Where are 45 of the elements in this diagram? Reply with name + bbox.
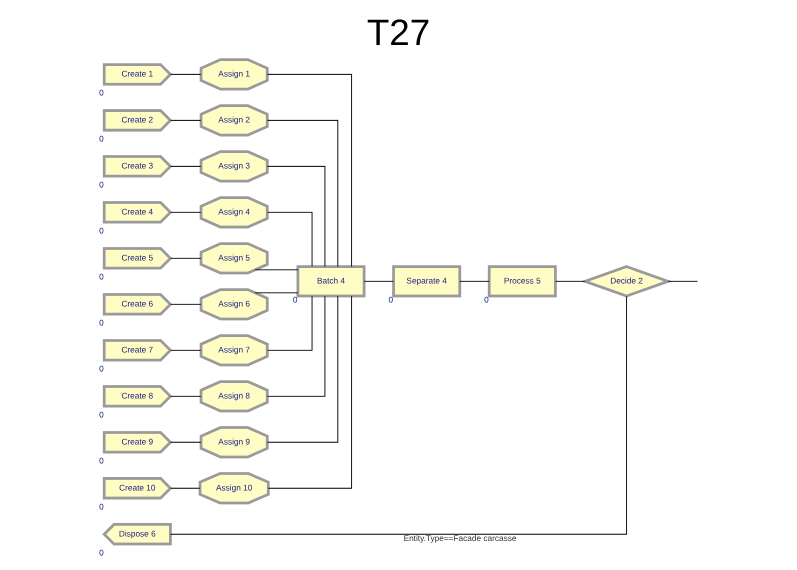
connector — [267, 212, 312, 267]
node-box: Separate 4 — [392, 265, 462, 298]
node-label: 0 — [99, 456, 104, 466]
node-box: Batch 4 — [296, 265, 366, 298]
connector — [254, 292, 298, 294]
connector — [267, 120, 338, 267]
connector — [170, 488, 200, 489]
node-label: 0 — [388, 296, 394, 305]
connector — [266, 166, 326, 267]
node-label: 0 — [99, 272, 104, 282]
connector — [266, 296, 326, 397]
node-label: 0 — [99, 502, 104, 512]
node-label: 0 — [99, 548, 104, 558]
node-label: 0 — [99, 318, 104, 328]
connector — [170, 166, 202, 167]
connector — [170, 350, 202, 351]
connector — [268, 296, 352, 489]
connector — [170, 74, 202, 75]
edge-label: Entity.Type==Facade carcasse — [404, 534, 516, 543]
node-box: Process 5 — [488, 265, 557, 298]
node-label: 0 — [99, 88, 104, 98]
node-label: 0 — [99, 364, 104, 374]
node-label: 0 — [99, 410, 104, 420]
connector — [170, 396, 202, 397]
connector — [364, 280, 394, 282]
connector — [170, 442, 202, 443]
node-label: 0 — [484, 296, 489, 305]
diagram-title: T27 — [366, 12, 430, 53]
connector — [170, 296, 628, 535]
connector — [459, 280, 490, 282]
node-diamond: Decide 2 — [580, 265, 672, 298]
connector — [170, 304, 202, 305]
connector — [555, 280, 586, 282]
connector — [668, 280, 698, 282]
connector — [267, 74, 352, 267]
node-label: 0 — [99, 134, 104, 144]
connector — [170, 120, 202, 121]
connector — [170, 212, 202, 213]
connector — [267, 296, 312, 351]
node-label: 0 — [292, 296, 298, 305]
connector — [254, 269, 298, 270]
node-label: 0 — [99, 226, 104, 236]
node-label: 0 — [99, 180, 104, 190]
connector — [170, 258, 202, 259]
connector — [267, 296, 338, 443]
